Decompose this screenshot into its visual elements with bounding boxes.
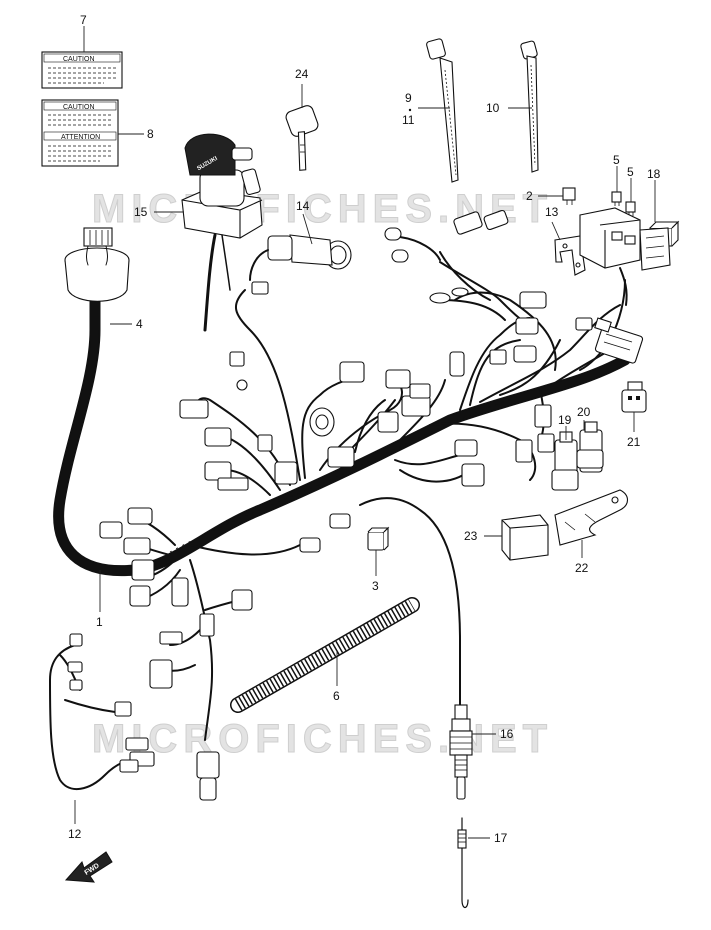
fuse-2 — [562, 187, 576, 205]
caution-title-2: CAUTION — [63, 104, 95, 111]
callout-1: 1 — [96, 615, 103, 629]
harness-connectors — [99, 209, 593, 801]
cable-tie-9-11 — [426, 38, 459, 183]
attention-title: ATTENTION — [61, 134, 100, 141]
clamp-22 — [554, 489, 629, 546]
caution-label-7: CAUTION — [41, 51, 123, 89]
callout-13: 13 — [545, 205, 559, 219]
callout-19: 19 — [558, 413, 572, 427]
relay-19 — [551, 431, 579, 491]
callout-6: 6 — [333, 689, 340, 703]
callout-15: 15 — [134, 205, 148, 219]
watermark-bottom: MICROFICHES.NET — [92, 717, 553, 761]
corrugated-tube-6 — [230, 597, 420, 713]
key-24 — [285, 105, 319, 171]
accessory-socket-14 — [249, 234, 352, 281]
callout-4: 4 — [136, 317, 143, 331]
callout-labels: 7 8 24 9 11 10 2 5 5 18 13 15 14 4 21 19… — [68, 13, 661, 845]
callout-14: 14 — [296, 199, 310, 213]
sub-harness-12 — [67, 633, 155, 773]
ignition-switch-15: SUZUKI — [181, 133, 263, 332]
callout-22: 22 — [575, 561, 589, 575]
callout-3: 3 — [372, 579, 379, 593]
callout-5a: 5 — [613, 153, 620, 167]
watermark-top: MICROFICHES.NET — [92, 187, 553, 231]
callout-8: 8 — [147, 127, 154, 141]
callout-12: 12 — [68, 827, 82, 841]
relay-20 — [576, 421, 604, 473]
fuse-5a — [611, 191, 622, 206]
callout-18: 18 — [647, 167, 661, 181]
oxygen-sensor-16 — [449, 704, 473, 800]
callout-5b: 5 — [627, 165, 634, 179]
leader-lines — [74, 26, 656, 839]
callout-11: 11 — [402, 113, 415, 127]
connector-3 — [367, 526, 390, 551]
callout-bullet — [408, 108, 412, 112]
callout-17: 17 — [494, 831, 508, 845]
callout-20: 20 — [577, 405, 591, 419]
callout-21: 21 — [627, 435, 641, 449]
callout-10: 10 — [486, 101, 500, 115]
multi-pin-connector — [594, 317, 644, 364]
callout-23: 23 — [464, 529, 478, 543]
main-connector-4 — [64, 227, 130, 302]
relay-box-23 — [501, 514, 549, 561]
callout-9: 9 — [405, 91, 412, 105]
callout-24: 24 — [295, 67, 309, 81]
cable-tie-10 — [520, 40, 539, 173]
callout-16: 16 — [500, 727, 514, 741]
callout-2: 2 — [526, 189, 533, 203]
caution-title: CAUTION — [63, 56, 95, 63]
callout-7: 7 — [80, 13, 87, 27]
fuse-box-assembly — [579, 207, 671, 306]
connector-21 — [621, 381, 647, 413]
caution-attention-label-8: CAUTION ATTENTION — [41, 99, 119, 167]
forward-arrow-icon: FWD — [64, 851, 113, 883]
spring-clip-17 — [457, 817, 469, 909]
